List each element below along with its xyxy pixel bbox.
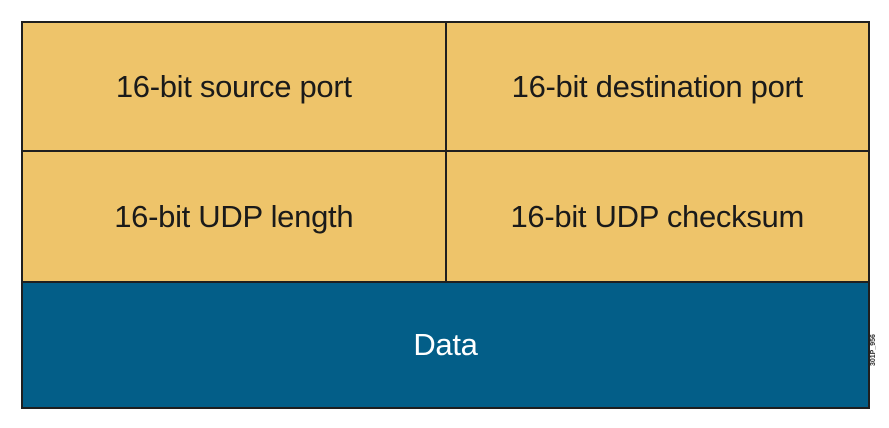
udp-length-label: 16-bit UDP length: [114, 198, 354, 234]
source-port-label: 16-bit source port: [115, 68, 352, 104]
udp-checksum-field: 16-bit UDP checksum: [445, 151, 870, 282]
destination-port-field: 16-bit destination port: [445, 21, 870, 151]
data-row: Data: [21, 282, 870, 409]
data-label: Data: [413, 327, 478, 362]
udp-header-diagram: 16-bit source port 16-bit destination po…: [21, 21, 870, 409]
udp-checksum-label: 16-bit UDP checksum: [510, 198, 804, 234]
header-row-length-checksum: 16-bit UDP length 16-bit UDP checksum: [21, 151, 870, 282]
header-row-ports: 16-bit source port 16-bit destination po…: [21, 21, 870, 151]
figure-id-label: 301P_956: [870, 334, 877, 366]
udp-length-field: 16-bit UDP length: [21, 151, 446, 282]
data-field: Data: [21, 282, 870, 409]
source-port-field: 16-bit source port: [21, 21, 446, 151]
destination-port-label: 16-bit destination port: [511, 68, 804, 104]
